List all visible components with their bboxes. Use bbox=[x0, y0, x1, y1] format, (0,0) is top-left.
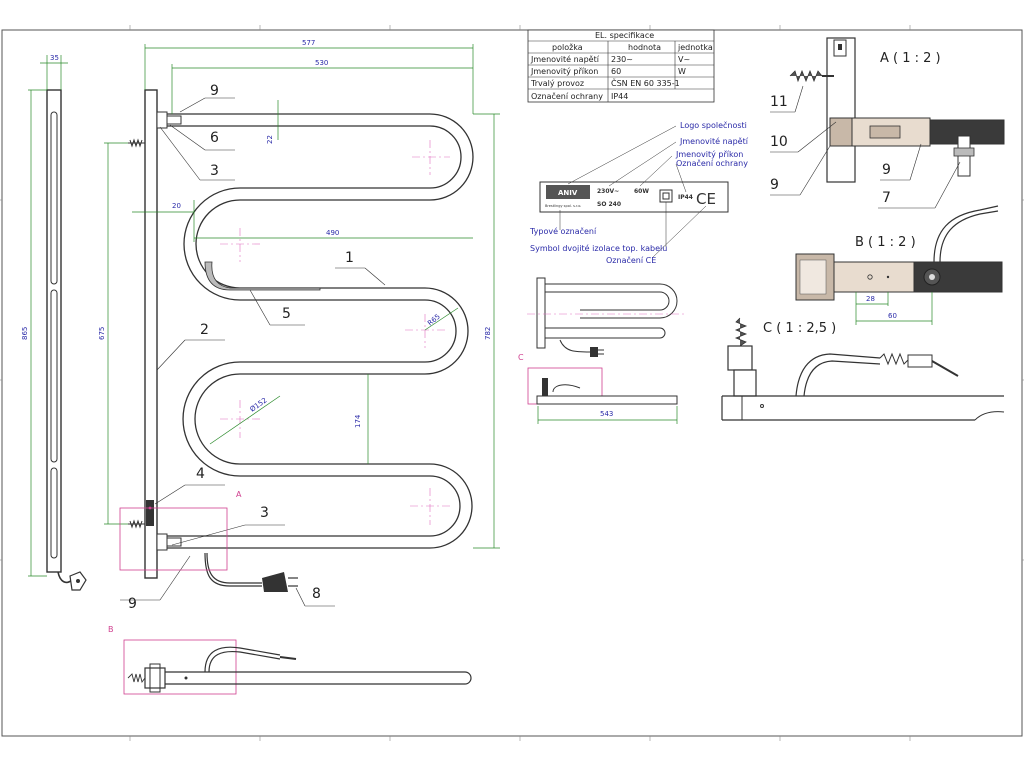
detail-a-title: A ( 1 : 2 ) bbox=[880, 51, 941, 66]
label-ip: IP44 bbox=[678, 194, 693, 201]
note-protection: Označení ochrany bbox=[676, 158, 748, 168]
spec-row-0-unit: V~ bbox=[678, 55, 690, 64]
ce-mark-icon: CE bbox=[696, 190, 716, 208]
spec-row-3-value: IP44 bbox=[611, 92, 628, 101]
spec-header-value: hodnota bbox=[628, 43, 661, 52]
callout-1: 1 bbox=[345, 250, 354, 266]
label-power: 60W bbox=[634, 188, 649, 195]
detail-a-callout-11: 11 bbox=[770, 94, 788, 110]
detail-c-title: C ( 1 : 2,5 ) bbox=[763, 321, 836, 336]
note-type: Typové označení bbox=[529, 226, 597, 236]
callout-9-bottom: 9 bbox=[128, 596, 137, 612]
note-ce: Označení CE bbox=[606, 255, 656, 265]
callout-5: 5 bbox=[282, 306, 291, 322]
detail-b: B ( 1 : 2 ) 28 60 bbox=[795, 205, 1003, 325]
spec-header-item: položka bbox=[552, 43, 583, 52]
anchor-screw-bottom bbox=[128, 519, 145, 529]
callout-3-top: 3 bbox=[210, 163, 219, 179]
anchor-screw-top bbox=[128, 138, 145, 148]
heater-element bbox=[204, 261, 321, 291]
dim-22: 22 bbox=[266, 135, 274, 144]
spec-table: EL. specifikace položka hodnota jednotka… bbox=[527, 29, 715, 103]
callout-2: 2 bbox=[200, 322, 209, 338]
small-top-view: C 543 bbox=[518, 277, 684, 424]
drawing-frame bbox=[1, 29, 1023, 737]
callout-4: 4 bbox=[196, 466, 205, 482]
spec-row-2-value: ČSN EN 60 335-1 bbox=[611, 77, 680, 88]
dim-174: 174 bbox=[354, 414, 362, 428]
switch-block bbox=[146, 500, 154, 526]
dim-35: 35 bbox=[50, 54, 59, 62]
spec-row-2-item: Trvalý provoz bbox=[530, 79, 584, 88]
detail-b-title: B ( 1 : 2 ) bbox=[855, 235, 916, 250]
detail-ref-a: A bbox=[236, 490, 242, 499]
heating-tube-outer bbox=[160, 113, 474, 549]
detail-ref-box-b bbox=[123, 639, 237, 695]
label-voltage: 230V~ bbox=[597, 188, 619, 195]
border-ticks bbox=[0, 25, 1024, 741]
spec-header-unit: jednotka bbox=[677, 43, 713, 52]
side-view: 35 865 bbox=[21, 54, 87, 591]
dim-28: 28 bbox=[866, 295, 875, 303]
label-brand-sub: Brestlingy spol. s.r.o. bbox=[545, 204, 581, 208]
label-model: SO 240 bbox=[597, 201, 621, 208]
dim-530: 530 bbox=[315, 59, 328, 67]
callout-9-top: 9 bbox=[210, 83, 219, 99]
spec-row-0-value: 230~ bbox=[611, 55, 633, 64]
callout-3-bottom: 3 bbox=[260, 505, 269, 521]
detail-a-callout-10: 10 bbox=[770, 134, 788, 150]
heating-tube-inner bbox=[160, 125, 462, 537]
bottom-view: B bbox=[108, 625, 472, 695]
note-logo: Logo společnosti bbox=[680, 120, 747, 130]
power-plug bbox=[262, 572, 288, 592]
spec-row-0-item: Jmenovité napětí bbox=[530, 54, 600, 64]
detail-ref-box-a bbox=[119, 507, 228, 571]
dim-490: 490 bbox=[326, 229, 339, 237]
spec-row-3-item: Označení ochrany bbox=[531, 91, 603, 101]
detail-a-callout-9-left: 9 bbox=[770, 177, 779, 193]
spec-row-1-unit: W bbox=[678, 67, 686, 76]
label-logo-box bbox=[546, 185, 590, 199]
label-brand: ANIV bbox=[558, 189, 578, 197]
dim-577: 577 bbox=[302, 39, 315, 47]
note-symbol: Symbol dvojité izolace top. kabelu bbox=[530, 243, 667, 253]
detail-a-callout-9-right: 9 bbox=[882, 162, 891, 178]
spec-table-title: EL. specifikace bbox=[595, 31, 654, 40]
detail-a-callout-7: 7 bbox=[882, 190, 891, 206]
detail-c: C ( 1 : 2,5 ) bbox=[721, 317, 1005, 421]
detail-ref-c: C bbox=[518, 353, 524, 362]
dim-20: 20 bbox=[172, 202, 181, 210]
dim-60: 60 bbox=[888, 312, 897, 320]
dim-675: 675 bbox=[98, 327, 106, 340]
callout-8: 8 bbox=[312, 586, 321, 602]
detail-ref-b: B bbox=[108, 625, 114, 634]
power-cable bbox=[204, 552, 262, 587]
label-plate: ANIV Brestlingy spol. s.r.o. 230V~ 60W S… bbox=[529, 120, 749, 265]
note-voltage: Jmenovité napětí bbox=[679, 136, 749, 146]
dim-782: 782 bbox=[484, 327, 492, 340]
side-view-bar bbox=[46, 89, 62, 573]
callout-6: 6 bbox=[210, 130, 219, 146]
note-power: Jmenovitý příkon bbox=[675, 150, 743, 159]
detail-a: A ( 1 : 2 ) 11 10 9 9 7 bbox=[770, 37, 1005, 209]
dim-543: 543 bbox=[600, 410, 613, 418]
spec-row-1-item: Jmenovitý příkon bbox=[530, 67, 598, 76]
spec-row-1-value: 60 bbox=[611, 67, 621, 76]
dim-865: 865 bbox=[21, 327, 29, 340]
